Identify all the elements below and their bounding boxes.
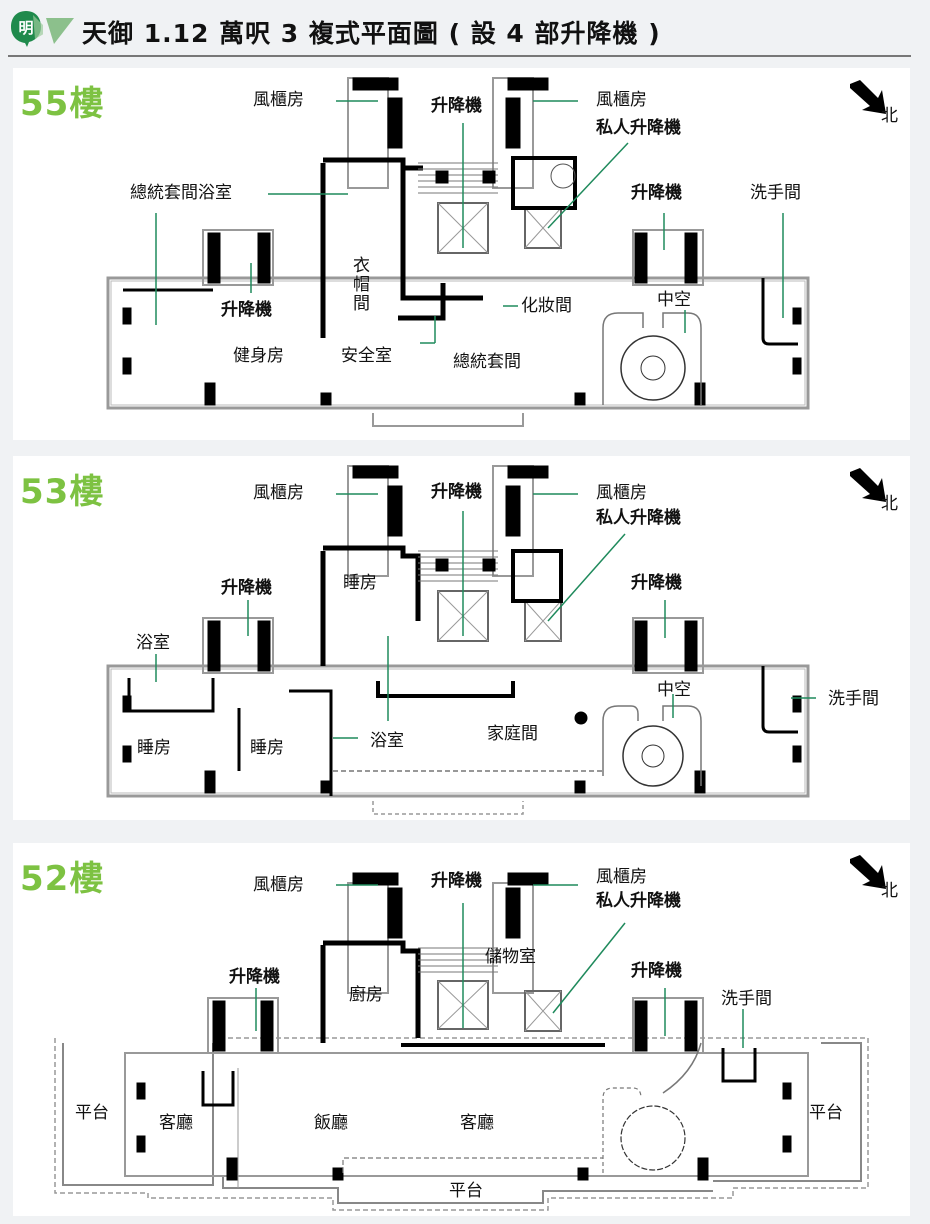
room-label-bedroom-2: 睡房 — [250, 738, 284, 758]
floor-label: 52樓 — [20, 859, 105, 899]
room-label-master-suite: 總統套間 — [453, 352, 521, 372]
room-label-lift-core: 升降機 — [431, 96, 482, 116]
room-label-lift-core: 升降機 — [431, 482, 482, 502]
room-label-void: 中空 — [657, 680, 691, 700]
room-label-lift-right: 升降機 — [631, 961, 682, 981]
room-label-cloakroom: 衣帽間 — [349, 256, 369, 313]
room-label-void: 中空 — [657, 290, 691, 310]
room-label-powder-room: 化妝間 — [521, 296, 572, 316]
ming-pao-logo-icon: 明 — [11, 11, 43, 47]
divider — [8, 55, 911, 57]
room-label-private-lift: 私人升降機 — [596, 891, 681, 911]
room-label-bath-center: 浴室 — [370, 731, 404, 751]
room-label-family-room: 家庭間 — [487, 724, 538, 744]
room-label-ahu-right: 風櫃房 — [596, 867, 647, 887]
floor-plan-drawing — [106, 77, 810, 427]
room-label-terrace-bottom: 平台 — [449, 1181, 483, 1201]
north-arrow-icon — [850, 855, 886, 889]
room-label-gym: 健身房 — [233, 346, 284, 366]
room-label-kitchen: 廚房 — [349, 985, 383, 1005]
room-label-washroom: 洗手間 — [750, 183, 801, 203]
room-label-storage: 儲物室 — [485, 947, 536, 967]
arrow-chevron-icon — [46, 18, 74, 44]
floor-plan-52: 52樓 北 風櫃房 升降機 風櫃房 私人升降機 儲物室 升降機 升降機 洗手間 … — [13, 843, 910, 1216]
north-arrow-icon — [850, 80, 886, 114]
north-label: 北 — [881, 881, 898, 901]
page-title: 天御 1.12 萬呎 3 複式平面圖 ( 設 4 部升降機 ) — [82, 19, 661, 48]
svg-text:明: 明 — [18, 19, 33, 37]
room-label-ahu-left: 風櫃房 — [253, 875, 304, 895]
room-label-lift-left: 升降機 — [221, 300, 272, 320]
north-arrow-icon — [850, 468, 886, 502]
room-label-lift-right: 升降機 — [631, 183, 682, 203]
room-label-terrace-right: 平台 — [809, 1103, 843, 1123]
room-label-living-left: 客廳 — [159, 1113, 193, 1133]
header: 明 天御 1.12 萬呎 3 複式平面圖 ( 設 4 部升降機 ) — [0, 0, 930, 58]
room-label-living-center: 客廳 — [460, 1113, 494, 1133]
room-label-washroom: 洗手間 — [721, 989, 772, 1009]
room-label-terrace-left: 平台 — [75, 1103, 109, 1123]
north-label: 北 — [881, 494, 898, 514]
floor-label: 53樓 — [20, 472, 105, 512]
north-label: 北 — [881, 106, 898, 126]
room-label-ahu-right: 風櫃房 — [596, 483, 647, 503]
room-label-lift-left: 升降機 — [221, 578, 272, 598]
room-label-master-bath: 總統套間浴室 — [130, 183, 232, 203]
room-label-bedroom-top: 睡房 — [343, 573, 377, 593]
floor-label: 55樓 — [20, 84, 105, 124]
room-label-lift-right: 升降機 — [631, 573, 682, 593]
floor-plan-drawing — [54, 872, 869, 1211]
room-label-lift-left: 升降機 — [229, 967, 280, 987]
room-label-safe-room: 安全室 — [341, 346, 392, 366]
room-label-ahu-left: 風櫃房 — [253, 483, 304, 503]
room-label-ahu-right: 風櫃房 — [596, 90, 647, 110]
room-label-washroom: 洗手間 — [828, 689, 879, 709]
room-label-private-lift: 私人升降機 — [596, 118, 681, 138]
room-label-private-lift: 私人升降機 — [596, 508, 681, 528]
room-label-bath-left: 浴室 — [136, 633, 170, 653]
room-label-bedroom-1: 睡房 — [137, 738, 171, 758]
room-label-lift-core: 升降機 — [431, 871, 482, 891]
floor-plan-55: 55樓 北 風櫃房 升降機 風櫃房 私人升降機 總統套間浴室 升降機 洗手間 衣… — [13, 68, 910, 440]
room-label-dining: 飯廳 — [314, 1113, 348, 1133]
floor-plan-53: 53樓 北 風櫃房 升降機 風櫃房 私人升降機 睡房 升降機 升降機 浴室 中空… — [13, 456, 910, 820]
room-label-ahu-left: 風櫃房 — [253, 90, 304, 110]
floor-plan-drawing — [106, 465, 816, 815]
